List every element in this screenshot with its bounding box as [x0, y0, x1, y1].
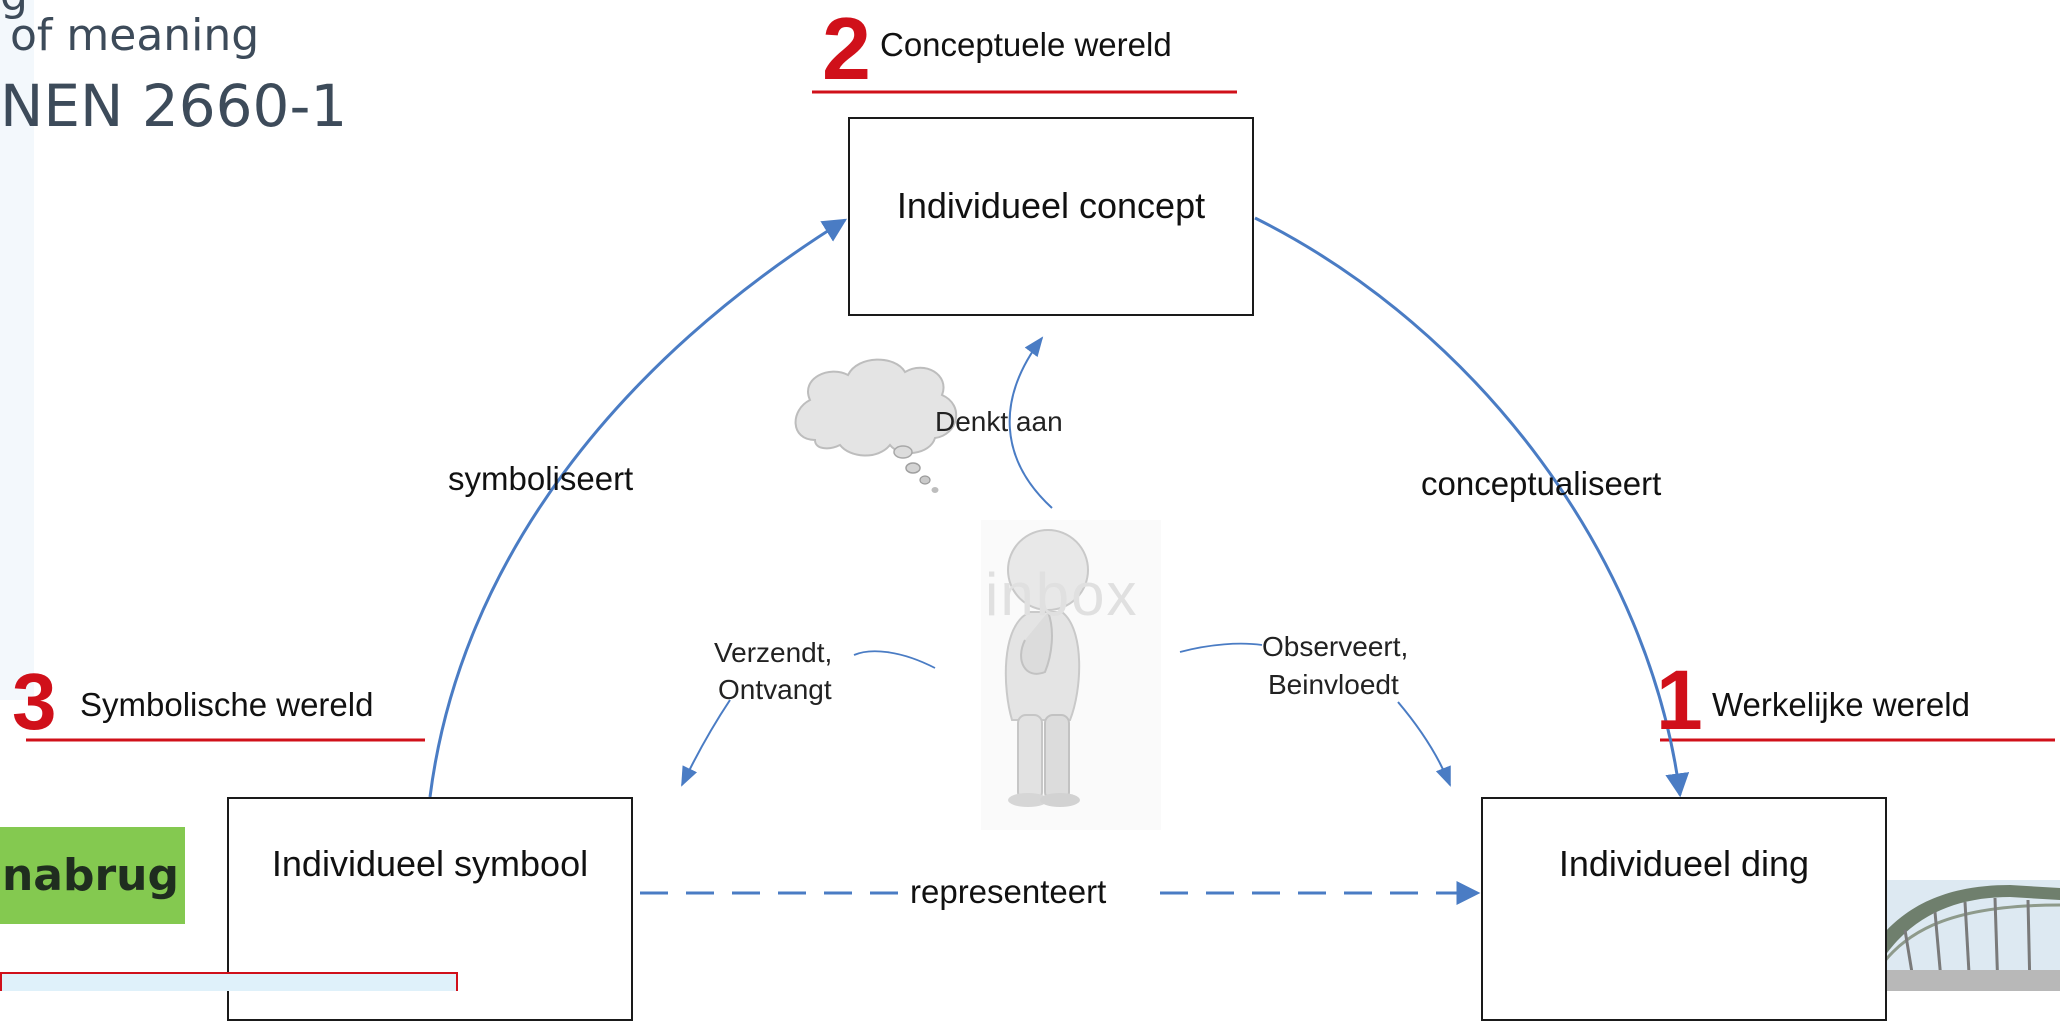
individual-thing-label: Individueel ding	[1558, 843, 1810, 884]
sends-label-line-1: Verzendt,	[714, 637, 833, 668]
individual-concept-box[interactable]: Individueel concept	[848, 117, 1254, 316]
thinks-of-arrow	[1008, 336, 1053, 509]
slide-title-line-1: g	[0, 0, 28, 21]
real-world-number: 1	[1656, 653, 1703, 747]
slide-title-line-3: NEN 2660-1	[0, 72, 348, 140]
observes-arrow	[1397, 701, 1451, 787]
blue-info-box	[0, 972, 458, 991]
individual-symbol-label: Individueel symbool	[271, 843, 589, 884]
conceptual-world-number: 2	[822, 0, 871, 98]
symbolizes-arrow	[428, 218, 848, 798]
green-label-badge: nabrug	[0, 827, 185, 924]
real-world-label: Werkelijke wereld	[1712, 686, 1970, 723]
observes-label-line-2: Beinvloedt	[1268, 669, 1399, 700]
individual-thing-box[interactable]: Individueel ding	[1481, 797, 1887, 1021]
side-strip	[0, 0, 34, 700]
sends-label-line-2: Ontvangt	[718, 674, 832, 705]
slide-title-line-2: of meaning	[10, 10, 260, 61]
symbolizes-label: symboliseert	[448, 460, 634, 497]
thinking-person-icon	[981, 520, 1161, 830]
individual-concept-label: Individueel concept	[896, 184, 1206, 226]
conceptualizes-label: conceptualiseert	[1421, 465, 1662, 502]
observes-label-line-1: Observeert,	[1262, 631, 1409, 662]
symbolic-world-label: Symbolische wereld	[80, 686, 374, 723]
green-label-text: nabrug	[1, 850, 179, 901]
represents-label: representeert	[910, 873, 1107, 910]
diagram-canvas	[26, 90, 2060, 991]
thought-cloud-icon	[794, 358, 958, 493]
sends-arrow	[681, 699, 731, 787]
observes-leader	[1179, 642, 1263, 653]
symbolic-world-number: 3	[12, 657, 57, 746]
conceptualizes-arrow	[1254, 216, 1690, 798]
thinks-of-label: Denkt aan	[935, 406, 1063, 437]
conceptual-world-label: Conceptuele wereld	[880, 26, 1172, 63]
watermark: inbox	[985, 561, 1139, 628]
sends-leader	[853, 650, 936, 669]
